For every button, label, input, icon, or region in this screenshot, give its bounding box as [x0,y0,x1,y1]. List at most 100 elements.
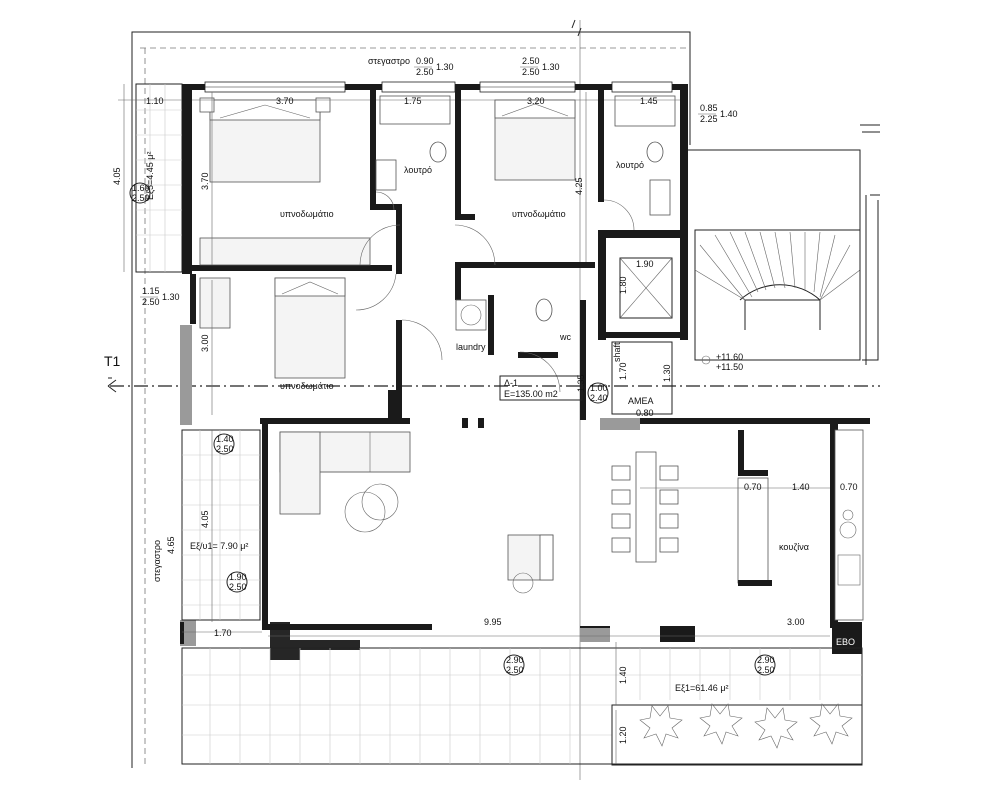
tag-1: 0.90 2.50 1.30 [414,56,454,77]
dim-1-70-bottom: 1.70 [214,628,232,638]
dim-1-20: 1.20 [618,726,628,744]
dim-0-70-a: 0.70 [744,482,762,492]
lower-walls [180,418,870,660]
bedroom-1-label: υπνοδωμάτιο [280,209,334,219]
living-balcony-tiles [181,429,261,621]
toilet-1 [429,141,447,163]
dim-4-05-living: 4.05 [200,510,210,528]
wc-toilet [535,298,553,322]
section-arrow-icon [107,377,117,393]
svg-text:2.50: 2.50 [506,665,524,675]
right-edge-lines [860,124,880,133]
svg-text:1.30: 1.30 [542,62,560,72]
svg-text:2.50: 2.50 [229,582,247,592]
svg-text:1.90: 1.90 [229,572,247,582]
balcony-left [135,83,183,273]
level-2: +11.50 [716,362,743,372]
svg-text:2.50: 2.50 [216,444,234,454]
svg-text:1.40: 1.40 [720,109,738,119]
dim-1-45: 1.45 [640,96,658,106]
canopy-left-label: στεγαστρο [152,540,162,582]
level-1: +11.60 [716,352,743,362]
terrace-area: Εξ1=61.46 μ² [675,683,729,693]
dim-1-70: 1.70 [618,362,628,380]
bedroom-2-label: υπνοδωμάτιο [512,209,566,219]
area-label: Δ-1 [504,378,518,388]
living-balcony-area: Εξ/υ1= 7.90 μ² [190,541,248,551]
section-marker: T1 [104,353,121,369]
bathroom-1-label: λουτρό [404,165,432,175]
dim-3-70-side: 3.70 [200,172,210,190]
amea-wc [611,341,673,415]
level-icon [701,355,711,365]
dimension-lines [118,84,830,764]
dim-4-25: 4.25 [574,177,584,195]
svg-text:1.30: 1.30 [436,62,454,72]
svg-text:2.50: 2.50 [142,297,160,307]
tag-9: 2.90 2.50 [503,654,525,676]
dim-1-30: 1.30 [662,364,672,382]
tag-2: 2.50 2.50 1.30 [520,56,560,77]
dim-1-10: 1.10 [146,96,164,106]
dim-1-80: 1.80 [618,276,628,294]
dim-1-75: 1.75 [404,96,422,106]
dim-0-80: 0.80 [636,408,654,418]
dim-1-90: 1.90 [636,259,654,269]
svg-text:1.30: 1.30 [162,292,180,302]
shower-2 [614,95,676,127]
svg-text:2.50: 2.50 [416,67,434,77]
balcony-left-tiles [136,84,182,272]
svg-text:2.90: 2.90 [506,655,524,665]
dining-table [611,451,679,563]
svg-text:1.60: 1.60 [132,183,150,193]
tag-4: 1.60 2.50 [129,182,151,204]
canopy-top-label: στεγαστρο [368,56,410,66]
svg-text:1.00: 1.00 [590,383,608,393]
svg-text:2.90: 2.90 [757,655,775,665]
elevator [619,257,673,319]
armchair [507,534,554,594]
dim-0-70-b: 0.70 [840,482,858,492]
site-border [131,31,691,768]
dim-1-35: 1.35 [576,374,586,392]
dim-4-65: 4.65 [166,536,176,554]
bed-2 [494,99,576,181]
tag-3: 0.85 2.25 1.40 [698,103,738,124]
door-swings [355,191,635,393]
vanity-2 [649,179,671,216]
wardrobe-1 [199,237,371,266]
top-windows [204,81,673,93]
shaft-label: shaft [612,342,622,362]
svg-text:2.50: 2.50 [757,665,775,675]
break-mark-icon [571,19,582,37]
svg-text:2.40: 2.40 [590,393,608,403]
bathtub-1 [379,95,451,125]
kitchen-island [737,477,772,586]
dim-9-95: 9.95 [484,617,502,627]
wc-label: wc [559,332,571,342]
vanity-1 [375,159,397,191]
planter [611,703,863,766]
dim-3-70: 3.70 [276,96,294,106]
dim-3-20: 3.20 [527,96,545,106]
bathroom-2-label: λουτρό [616,160,644,170]
dim-1-40-kitchen: 1.40 [792,482,810,492]
area-value: E=135.00 m2 [504,389,558,399]
laundry-label: laundry [456,342,486,352]
area-box [499,375,583,401]
washer [455,299,487,331]
svg-text:2.50: 2.50 [522,56,540,66]
terrace-tiles [181,647,863,765]
sofa [279,431,411,515]
bed-3 [274,277,346,379]
amea-label: ΑΜΕΑ [628,396,654,406]
tag-11: ΕΒΟ [836,637,855,647]
kitchen-label: κουζίνα [779,542,809,552]
tag-7: 1.40 2.50 [213,433,235,455]
dim-3-00-bottom: 3.00 [787,617,805,627]
dim-4-05-top: 4.05 [112,167,122,185]
tag-8: 1.90 2.50 [226,571,248,593]
bed-1 [199,97,331,183]
balcony-left-area: Εξ5=4.45 μ² [145,152,155,201]
